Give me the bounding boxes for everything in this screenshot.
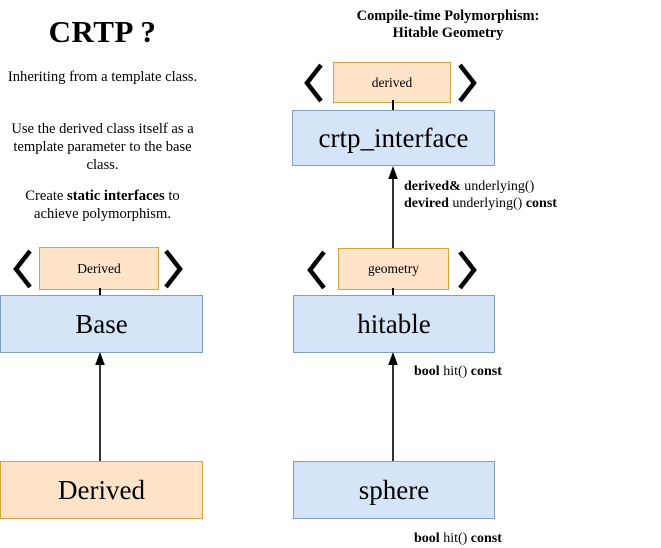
connector-geometry-tag-to-hitable	[392, 288, 394, 297]
inheritance-arrow-hitable-to-crtp-interface	[385, 166, 401, 250]
method-list-crtp-interface: derived& underlying() devired underlying…	[404, 178, 557, 212]
class-box-base: Base	[0, 295, 203, 353]
method-const-qualifier: const	[470, 531, 502, 546]
class-box-hitable: hitable	[293, 295, 495, 353]
method-return-type: bool	[414, 531, 440, 546]
class-box-derived: Derived	[0, 461, 203, 519]
diagram-title: Compile-time Polymorphism: Hitable Geome…	[283, 8, 613, 42]
angle-bracket-close-icon	[162, 248, 184, 290]
inheritance-arrow-sphere-to-hitable	[385, 352, 401, 462]
crtp-description-3-prefix: Create	[25, 188, 68, 204]
angle-bracket-open-icon	[306, 249, 328, 291]
crtp-description-3: Create static interfaces to achieve poly…	[4, 187, 201, 223]
crtp-description-2: Use the derived class itself as a templa…	[11, 121, 194, 173]
method-signature: hit()	[439, 531, 471, 546]
method-return-type: devired	[404, 196, 449, 211]
method-signature: hit()	[439, 364, 471, 379]
method-const-qualifier: const	[525, 196, 557, 211]
method-signature: underlying()	[460, 179, 535, 194]
method-hit-sphere: bool hit() const	[414, 530, 502, 547]
method-const-qualifier: const	[470, 364, 502, 379]
crtp-description-1: Inheriting from a template class.	[7, 69, 198, 85]
connector-derived-tag-to-crtp-interface	[392, 100, 394, 112]
method-return-type: derived&	[404, 179, 461, 194]
angle-bracket-open-icon	[12, 248, 34, 290]
crtp-description-3-bold: static interfaces	[67, 188, 165, 204]
angle-bracket-close-icon	[456, 249, 478, 291]
connector-derived-tag-to-base	[99, 288, 101, 297]
angle-bracket-open-icon	[303, 62, 325, 104]
diagram-title-line-1: Compile-time Polymorphism:	[356, 8, 540, 24]
method-hit-hitable: bool hit() const	[414, 363, 502, 380]
method-underlying-const: devired underlying() const	[404, 195, 557, 212]
diagram-title-line-2: Hitable Geometry	[392, 25, 504, 41]
class-box-crtp-interface: crtp_interface	[292, 110, 495, 166]
template-parameter-derived-left: Derived	[39, 247, 159, 290]
template-parameter-geometry: geometry	[338, 248, 449, 290]
template-parameter-derived-right: derived	[333, 62, 451, 103]
angle-bracket-close-icon	[456, 62, 478, 104]
inheritance-arrow-derived-to-base	[92, 352, 108, 462]
crtp-heading: CRTP ?	[48, 14, 157, 49]
class-box-sphere: sphere	[293, 461, 495, 519]
crtp-description-3-suffix: to achieve polymorphism.	[34, 188, 180, 222]
method-underlying-ref: derived& underlying()	[404, 178, 557, 195]
method-signature: underlying()	[448, 196, 526, 211]
method-return-type: bool	[414, 364, 440, 379]
